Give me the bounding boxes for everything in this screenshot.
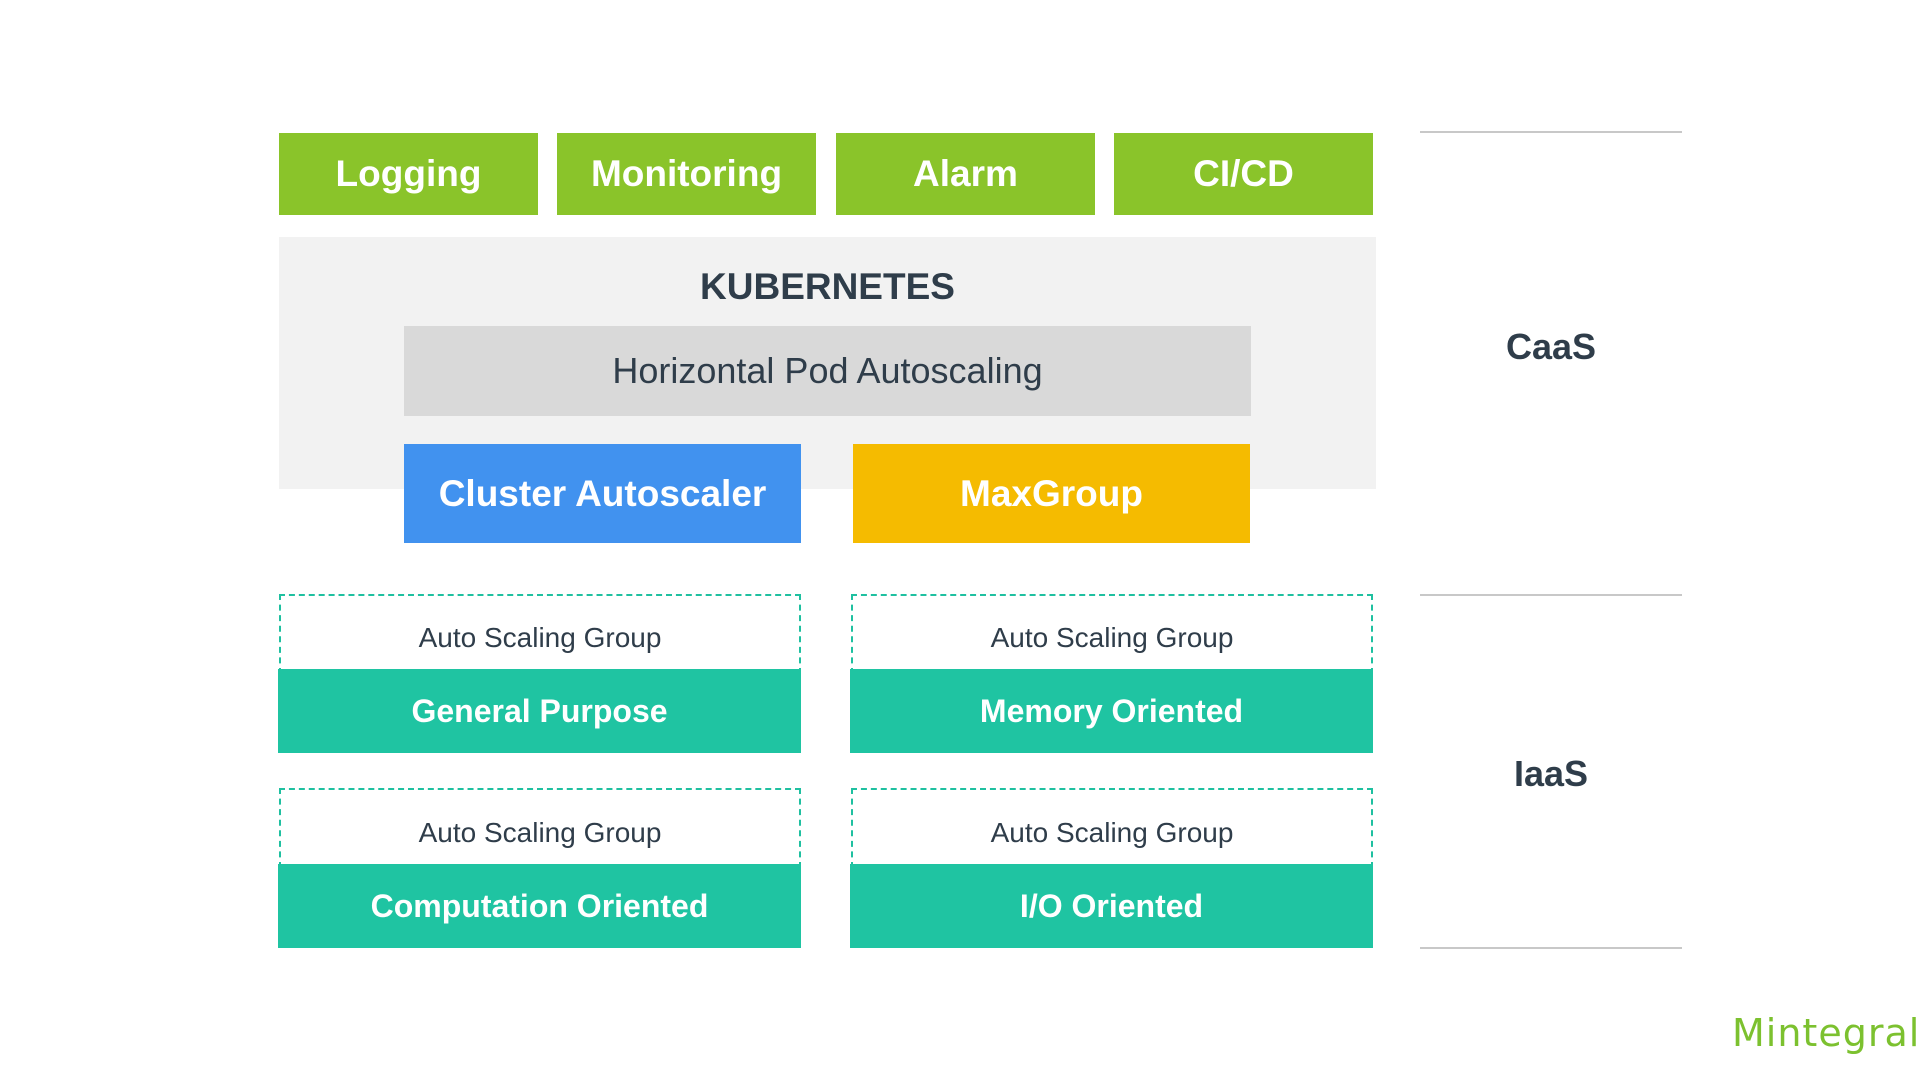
asg-label-memory: Auto Scaling Group [851,600,1373,676]
cluster-autoscaler-label: Cluster Autoscaler [438,472,767,514]
memory-oriented-box: Memory Oriented [850,669,1373,753]
io-oriented-label: I/O Oriented [1019,887,1204,924]
layer-divider-rule [1420,594,1682,596]
asg-label-text: Auto Scaling Group [418,622,662,653]
io-oriented-box: I/O Oriented [850,864,1373,948]
asg-frame-general [279,594,801,674]
logging-label: Logging [335,153,482,194]
computation-oriented-box: Computation Oriented [278,864,801,948]
asg-frame-io [851,788,1373,868]
mintegral-logo-text: Mintegral [1732,1011,1920,1055]
cicd-box: CI/CD [1114,133,1373,215]
iaas-label-text: IaaS [1513,753,1589,794]
asg-frame-memory [851,594,1373,674]
maxgroup-box: MaxGroup [853,444,1250,543]
iaas-bottom-rule [1420,947,1682,949]
caas-label-text: CaaS [1505,326,1597,367]
asg-label-text: Auto Scaling Group [990,622,1234,653]
asg-label-text: Auto Scaling Group [418,817,662,848]
maxgroup-label: MaxGroup [960,472,1143,514]
monitoring-box: Monitoring [557,133,816,215]
alarm-box: Alarm [836,133,1095,215]
caas-top-rule [1420,131,1682,133]
memory-oriented-label: Memory Oriented [979,692,1244,729]
asg-frame-computation [279,788,801,868]
alarm-label: Alarm [913,153,1018,194]
computation-oriented-label: Computation Oriented [370,887,709,924]
kubernetes-title: KUBERNETES [279,262,1376,312]
cicd-label: CI/CD [1193,153,1294,194]
asg-label-text: Auto Scaling Group [990,817,1234,848]
general-purpose-box: General Purpose [278,669,801,753]
hpa-label: Horizontal Pod Autoscaling [612,350,1043,391]
caas-label: CaaS [1420,322,1682,372]
asg-label-computation: Auto Scaling Group [279,795,801,871]
hpa-box: Horizontal Pod Autoscaling [404,326,1251,416]
iaas-label: IaaS [1420,749,1682,799]
monitoring-label: Monitoring [590,153,783,194]
asg-label-general: Auto Scaling Group [279,600,801,676]
asg-label-io: Auto Scaling Group [851,795,1373,871]
logging-box: Logging [279,133,538,215]
cluster-autoscaler-box: Cluster Autoscaler [404,444,801,543]
mintegral-logo: Mintegral [1732,1008,1919,1058]
general-purpose-label: General Purpose [411,692,668,729]
kubernetes-title-text: KUBERNETES [700,266,955,307]
